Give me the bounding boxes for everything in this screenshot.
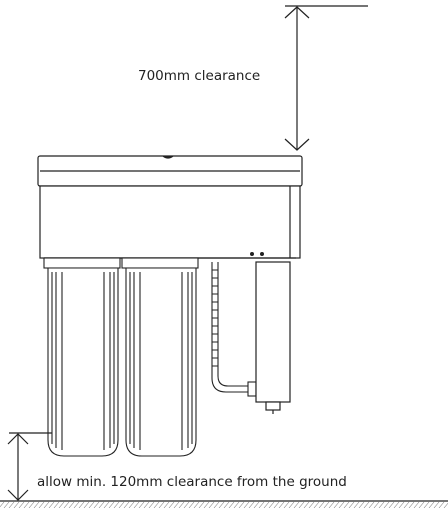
flexible-hose (211, 262, 257, 397)
ground-clearance-dimension (7, 432, 52, 501)
filter-housing-right (121, 257, 199, 457)
ground-clearance-label: allow min. 120mm clearance from the grou… (37, 474, 347, 490)
top-clearance-label: 700mm clearance (138, 68, 261, 84)
top-clearance-dimension (284, 5, 368, 151)
ground-line (0, 500, 448, 508)
uv-controller-unit (250, 252, 291, 414)
filter-housing-left (43, 257, 121, 457)
filter-head-bracket (37, 155, 303, 259)
